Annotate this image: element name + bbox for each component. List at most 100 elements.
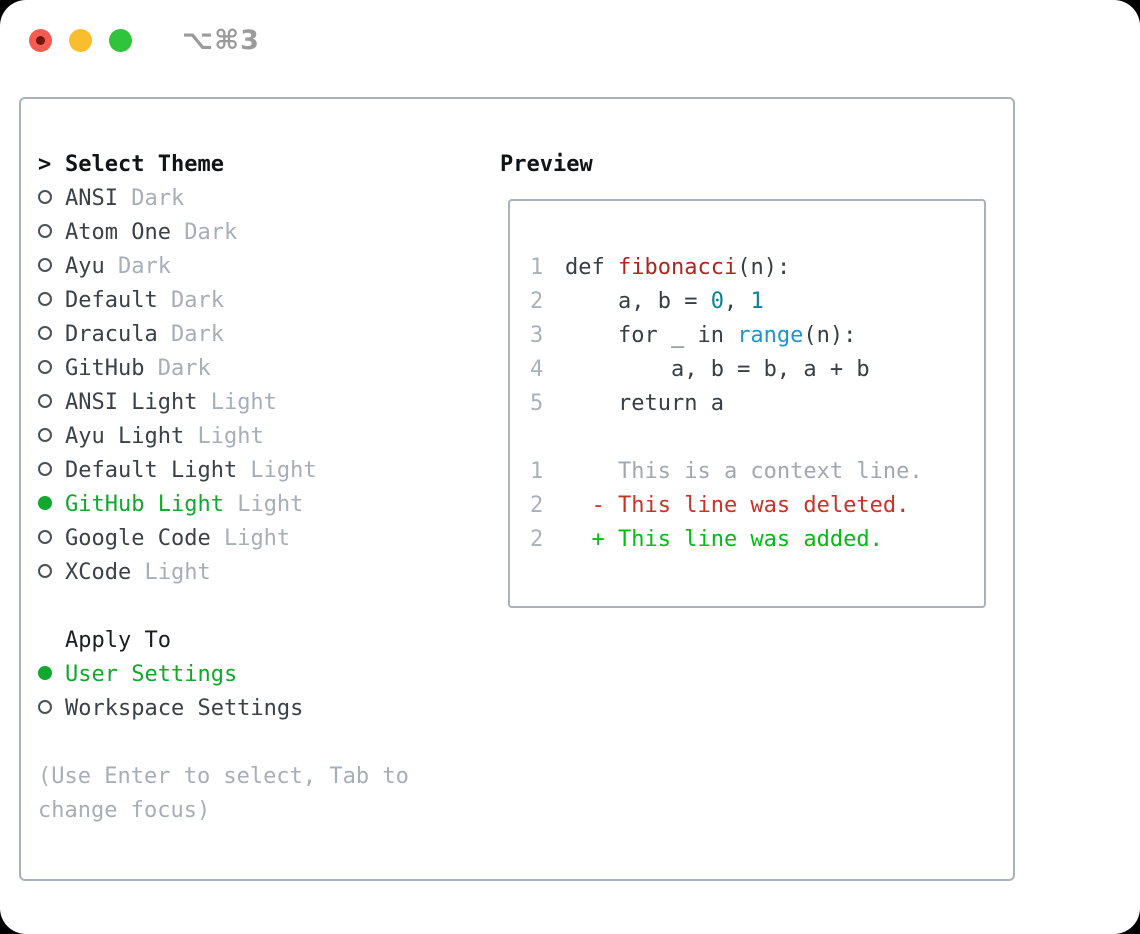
radio-icon [38,352,65,386]
ring-icon [38,428,52,442]
code-token-code: return a [565,391,724,416]
theme-list-header: >Select Theme [38,148,409,182]
theme-option-dracula-dark[interactable]: Dracula Dark [38,318,409,352]
window-titlebar: ⌥⌘3 [29,24,260,56]
radio-icon [38,250,65,284]
radio-selected-icon [38,488,65,522]
code-line: 2 a, b = 0, 1 [530,285,984,319]
ring-icon [38,258,52,272]
code-token-code: a, b = [565,289,711,314]
code-line: 1 This is a context line. [530,455,984,489]
theme-name: Dracula [65,322,158,347]
hint-line-2: change focus) [38,798,211,823]
ring-icon [38,326,52,340]
preview-title: Preview [500,152,593,177]
radio-icon [38,420,65,454]
dot-icon [38,666,52,680]
radio-icon [38,386,65,420]
line-number: 1 [530,459,544,484]
theme-name: Atom One [65,220,171,245]
theme-option-atom-one-dark[interactable]: Atom One Dark [38,216,409,250]
theme-option-google-code[interactable]: Google Code Light [38,522,409,556]
code-token-number: 1 [750,289,764,314]
apply-option-workspace-settings[interactable]: Workspace Settings [38,692,409,726]
apply-option-label: User Settings [65,662,238,687]
theme-option-ansi-light[interactable]: ANSI Light Light [38,386,409,420]
theme-variant: Light [184,424,264,449]
theme-option-ayu-light[interactable]: Ayu Light Light [38,420,409,454]
line-number: 2 [530,493,544,518]
theme-name: Ayu Light [65,424,185,449]
code-token-code: , [723,289,751,314]
code-line: 5 return a [530,387,984,421]
theme-option-default-dark[interactable]: Default Dark [38,284,409,318]
hint-line-1: (Use Enter to select, Tab to [38,764,409,789]
theme-name: Default Light [65,458,238,483]
theme-variant: Dark [104,254,171,279]
code-line: 2 + This line was added. [530,523,984,557]
radio-icon [38,522,65,556]
theme-variant: Dark [170,220,238,245]
code-line [530,421,984,455]
dot-icon [38,496,52,510]
theme-name: ANSI [65,186,118,211]
theme-variant: Light [210,526,291,551]
radio-icon [38,284,65,318]
line-number: 4 [530,357,544,382]
code-token-code: def [565,255,618,280]
line-number: 2 [530,289,544,314]
theme-option-github-dark[interactable]: GitHub Dark [38,352,409,386]
radio-selected-icon [38,658,65,692]
code-token-added: + This line was added. [565,527,883,552]
theme-name: GitHub [65,356,145,381]
code-line: 4 a, b = b, a + b [530,353,984,387]
ring-icon [38,292,52,306]
theme-variant: Light [131,560,211,585]
ring-icon [38,462,52,476]
theme-variant: Light [237,458,317,483]
code-token-context: This is a context line. [565,459,923,484]
line-number: 3 [530,323,544,348]
theme-option-github-light[interactable]: GitHub Light Light [38,488,409,522]
apply-option-user-settings[interactable]: User Settings [38,658,409,692]
code-token-code: for _ in [565,323,738,348]
theme-name: Default [65,288,158,313]
radio-icon [38,454,65,488]
code-token-number: 0 [710,289,724,314]
code-token-function: fibonacci [617,255,738,280]
theme-variant: Dark [157,288,224,313]
theme-option-ansi-dark[interactable]: ANSI Dark [38,182,409,216]
radio-icon [38,692,65,726]
spacer [38,590,409,624]
apply-to-title: Apply To [65,628,171,653]
theme-variant: Light [223,492,304,517]
maximize-button-icon[interactable] [109,28,132,52]
close-button-icon[interactable] [29,28,52,52]
theme-variant: Dark [157,322,224,347]
close-dot-icon [36,35,45,45]
radio-icon [38,556,65,590]
theme-option-xcode[interactable]: XCode Light [38,556,409,590]
ring-icon [38,530,52,544]
theme-option-ayu-dark[interactable]: Ayu Dark [38,250,409,284]
theme-name: GitHub Light [65,492,224,517]
code-line: 3 for _ in range(n): [530,319,984,353]
theme-option-default-light[interactable]: Default Light Light [38,454,409,488]
theme-name: Google Code [65,526,211,551]
theme-variant: Light [197,390,277,415]
radio-icon [38,216,65,250]
window-title-shortcut: ⌥⌘3 [182,24,260,56]
code-token-code: (n): [737,255,791,280]
spacer [38,726,409,760]
radio-icon [38,318,65,352]
minimize-button-icon[interactable] [69,28,92,52]
theme-name: ANSI Light [65,390,198,415]
